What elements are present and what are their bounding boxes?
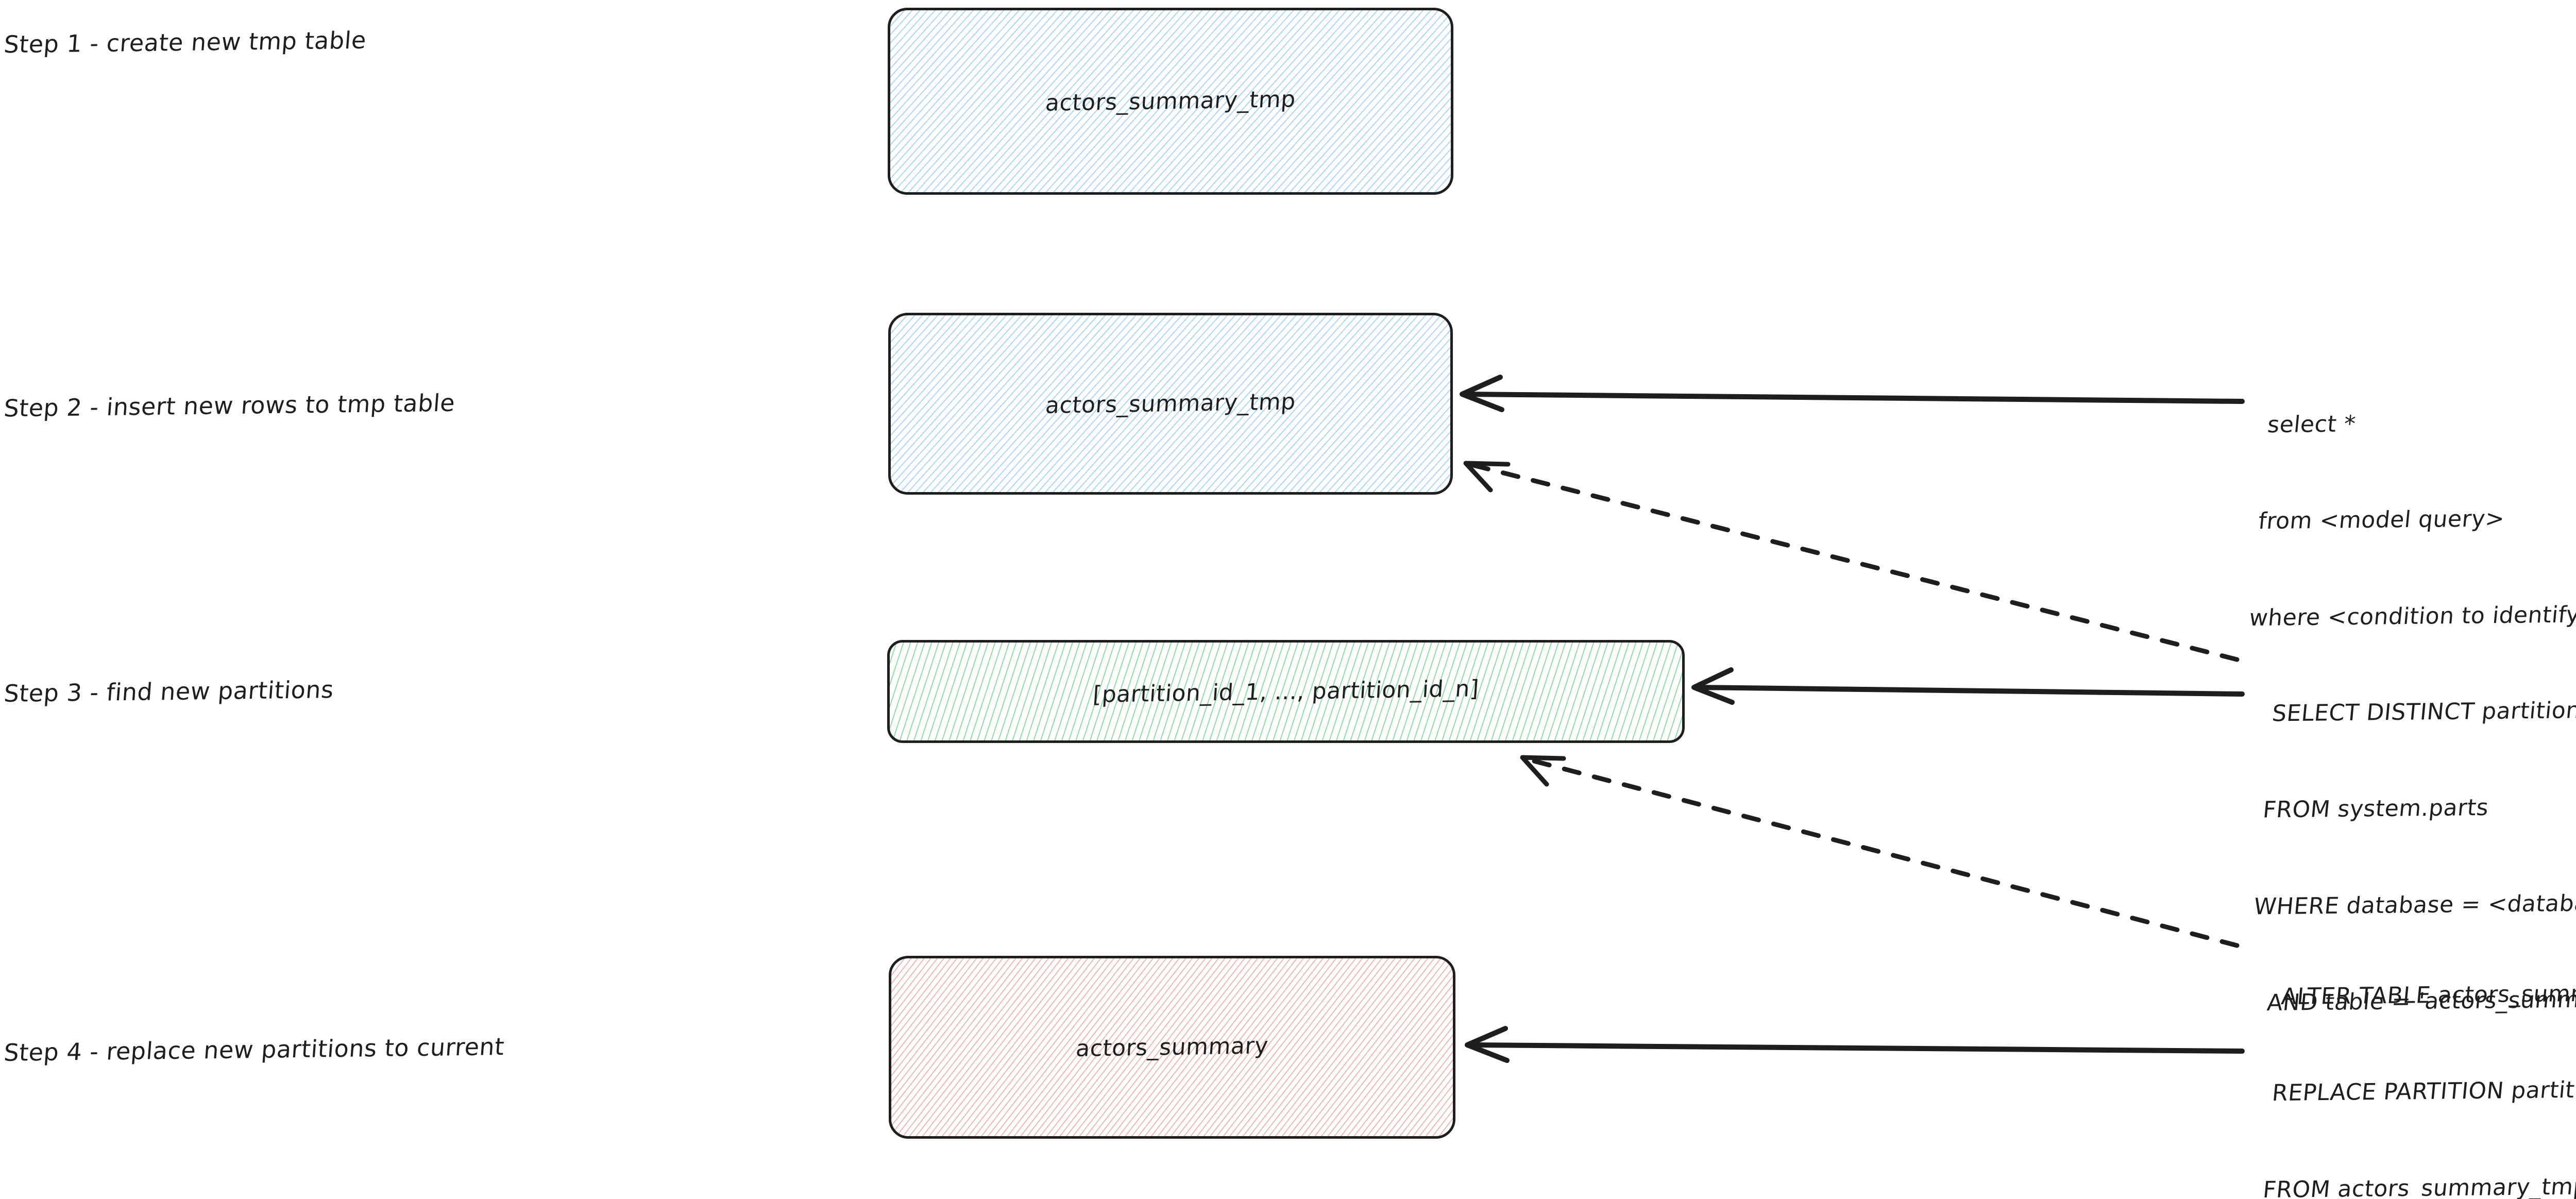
step-label-4: Step 4 - replace new partitions to curre… [3,1033,505,1067]
sql-line: FROM actors_summary_tmp, [2262,1173,2576,1199]
sql-line: REPLACE PARTITION partition_id_1 [2270,1076,2576,1107]
arrow-sql-step3-to-node2-dashed [1463,461,2240,662]
step-label-3: Step 3 - find new partitions [3,676,335,707]
sql-line: FROM system.parts [2262,795,2490,823]
step-label-2: Step 2 - insert new rows to tmp table [3,389,456,423]
sql-line: SELECT DISTINCT partition_id [2270,697,2576,727]
node-actors-summary-tmp-step2[interactable]: actors_summary_tmp [888,313,1453,495]
arrow-sql-step3-to-node3 [1691,667,2245,705]
node-label-1: actors_summary_tmp [1044,86,1297,116]
node-actors-summary-tmp-step1[interactable]: actors_summary_tmp [888,8,1453,195]
arrow-sql-step4-to-node4 [1465,1026,2245,1063]
node-label-2: actors_summary_tmp [1044,389,1297,419]
sql-line: from <model query> [2257,505,2506,535]
node-label-3: [partition_id_1, ..., partition_id_n] [1092,675,1480,708]
sql-line: ALTER TABLE actors_summary [2280,980,2576,1010]
node-actors-summary-step4[interactable]: actors_summary [889,956,1455,1139]
arrow-sql-step2-to-node2 [1460,375,2245,412]
node-label-4: actors_summary [1075,1033,1269,1062]
node-label-wrap: [partition_id_1, ..., partition_id_n] [890,676,1682,708]
node-label-wrap: actors_summary [891,1033,1453,1062]
step-label-1: Step 1 - create new tmp table [3,26,367,59]
sql-line: where <condition to identify new> [2248,601,2576,631]
sql-line: select * [2266,411,2357,438]
node-partition-id-list-step3[interactable]: [partition_id_1, ..., partition_id_n] [887,640,1685,743]
node-label-wrap: actors_summary_tmp [890,86,1451,116]
arrow-sql-step4-to-node3-dashed [1520,755,2240,948]
node-label-wrap: actors_summary_tmp [891,389,1450,419]
